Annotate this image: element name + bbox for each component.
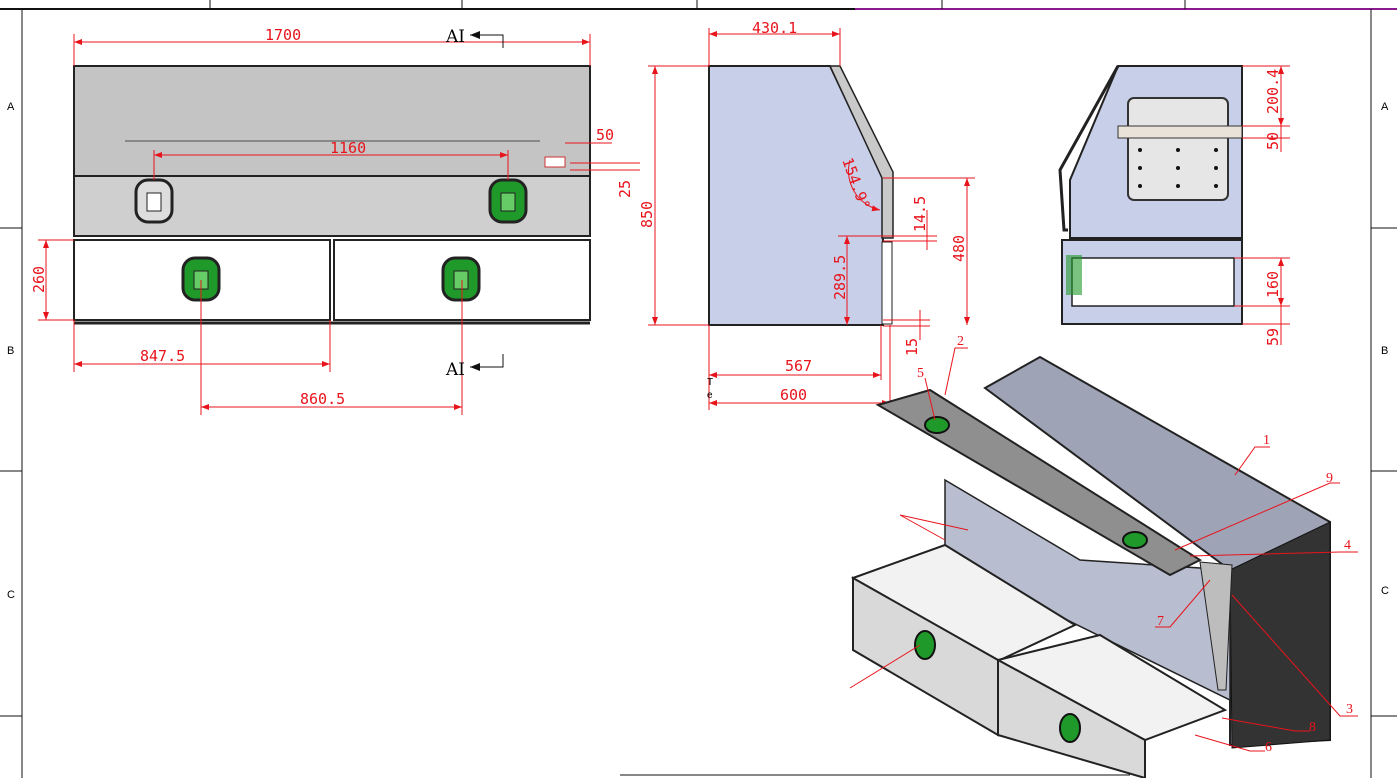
- dim-section-top: 200.4: [1264, 69, 1282, 114]
- front-view: 1700 1160 50 25 260 847.5 860.5 AI AI: [30, 26, 640, 415]
- dim-handle-spacing-bottom: 860.5: [300, 390, 345, 408]
- section-view: 200.4 50 160 59: [1058, 65, 1290, 346]
- small-label-t: T: [707, 377, 713, 388]
- handle-icon: [1059, 713, 1081, 743]
- dim-depth-inner: 567: [785, 357, 812, 375]
- handle-icon: [441, 256, 481, 302]
- balloon-2: 2: [957, 334, 964, 349]
- side-view: 430.1 850 154.9° 480 14.5 289.5 15 567 6…: [638, 19, 975, 410]
- dim-lower-height: 289.5: [831, 255, 849, 300]
- dim-overall-height: 850: [638, 201, 656, 228]
- section-marker-top: AI: [445, 27, 465, 47]
- balloon-5: 5: [917, 366, 924, 381]
- balloon-3: 3: [1346, 702, 1353, 717]
- handle-icon: [914, 630, 936, 660]
- dim-section-drawer: 160: [1264, 271, 1282, 298]
- dim-lock-offset: 25: [616, 180, 634, 198]
- dim-drawer-height: 260: [30, 266, 48, 293]
- zone-label-c-left: C: [7, 589, 15, 601]
- handle-icon: [134, 178, 174, 224]
- balloon-9: 9: [1326, 471, 1333, 486]
- dim-drawer-width: 847.5: [140, 347, 185, 365]
- section-marker-bottom: AI: [445, 360, 465, 380]
- lid-panel: [73, 65, 591, 177]
- balloon-8: 8: [1309, 720, 1316, 735]
- dim-overall-width: 1700: [265, 26, 301, 44]
- dim-bottom-offset: 15: [903, 338, 921, 356]
- dim-handle-spacing-top: 1160: [330, 139, 366, 157]
- balloon-1: 1: [1263, 433, 1270, 448]
- balloon-6: 6: [1265, 740, 1272, 755]
- balloon-7: 7: [1157, 614, 1164, 629]
- handle-icon: [1122, 531, 1148, 549]
- zone-label-a-right: A: [1381, 101, 1389, 113]
- handle-icon: [488, 178, 528, 224]
- isometric-view: 1 2 3 4 5 6 7 8 9: [849, 334, 1358, 778]
- zone-label-a-left: A: [7, 101, 15, 113]
- zone-label-b-left: B: [7, 345, 14, 357]
- dim-gap: 14.5: [911, 196, 929, 232]
- dim-top-depth: 430.1: [752, 19, 797, 37]
- dim-depth-overall: 600: [780, 386, 807, 404]
- handle-icon: [924, 416, 950, 434]
- lock-icon: [544, 156, 566, 168]
- dim-front-height: 480: [950, 235, 968, 262]
- zone-label-b-right: B: [1381, 345, 1388, 357]
- zone-label-c-right: C: [1381, 585, 1389, 597]
- balloon-4: 4: [1344, 538, 1351, 553]
- dim-right-offset: 50: [596, 126, 614, 144]
- dim-section-base: 59: [1264, 328, 1282, 346]
- small-label-e: e: [707, 390, 713, 401]
- dim-section-rail: 50: [1264, 132, 1282, 150]
- handle-icon: [181, 256, 221, 302]
